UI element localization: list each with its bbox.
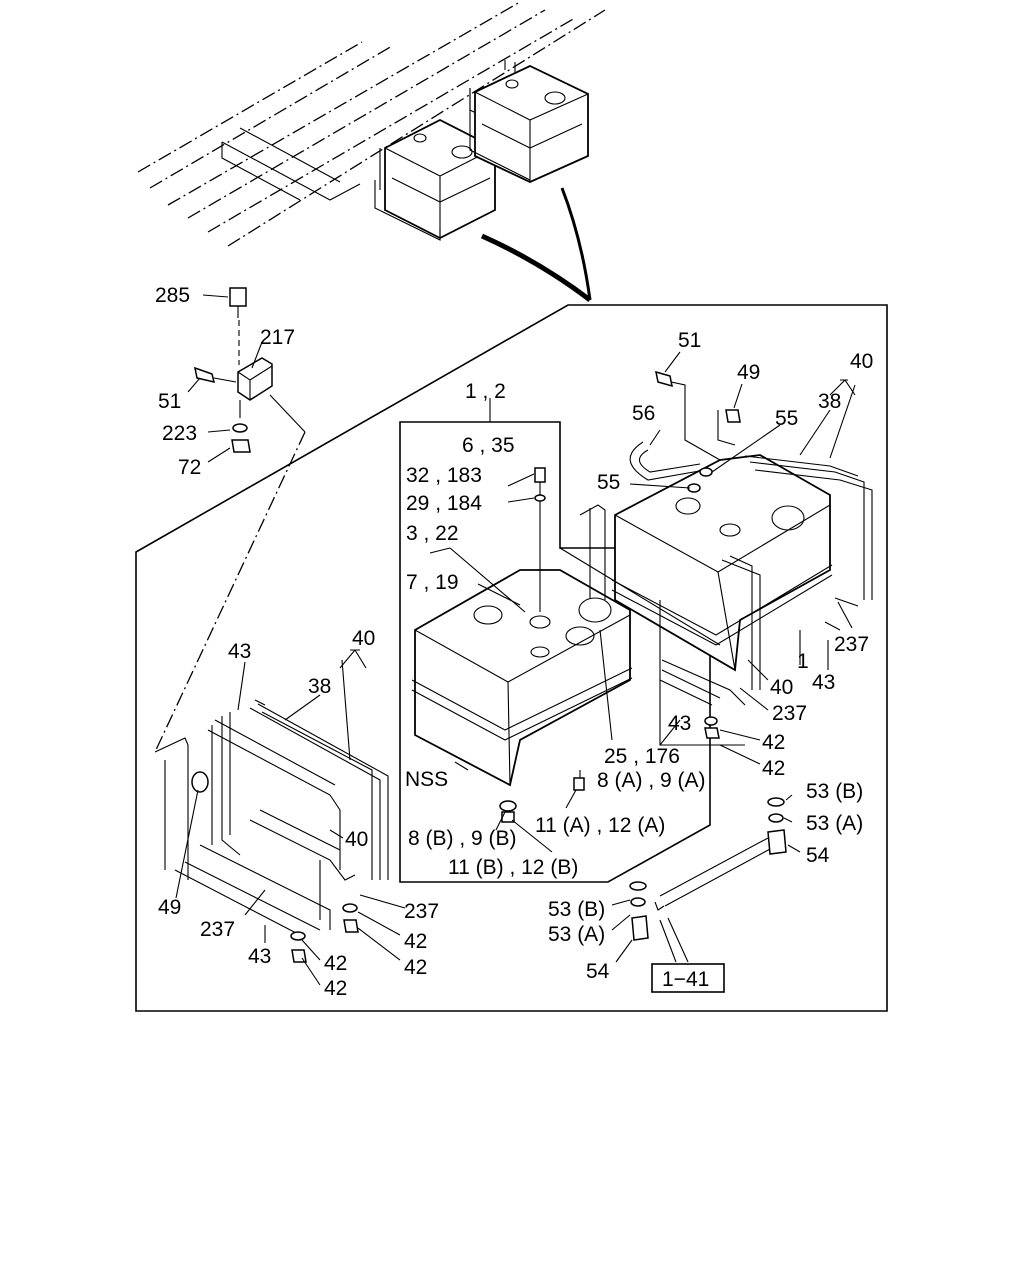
label-53a-left: 53 (A) <box>548 923 605 946</box>
label-8a-9a: 8 (A) , 9 (A) <box>597 769 706 792</box>
label-25-176: 25 , 176 <box>604 745 680 768</box>
nss-fuel-tank <box>411 467 633 823</box>
label-43-left-top: 43 <box>228 640 251 663</box>
label-237-right-bottom: 237 <box>772 702 807 725</box>
label-1-2: 1 , 2 <box>465 380 506 403</box>
leader-lines-right <box>629 351 856 765</box>
vehicle-chassis-overview <box>137 1 606 247</box>
label-285: 285 <box>155 284 190 307</box>
label-42-right-1: 42 <box>762 731 785 754</box>
callout-arrow <box>480 187 592 302</box>
label-40-left-top: 40 <box>352 627 375 650</box>
label-32-183: 32 , 183 <box>406 464 482 487</box>
label-49-left: 49 <box>158 896 181 919</box>
label-40-right-top: 40 <box>850 350 873 373</box>
label-43-right-bottom: 43 <box>668 712 691 735</box>
label-7-19: 7 , 19 <box>406 571 459 594</box>
label-1: 1 <box>797 650 809 673</box>
label-53b-right: 53 (B) <box>806 780 863 803</box>
fuel-line-assembly <box>611 794 801 993</box>
label-42-left-4: 42 <box>324 977 347 1000</box>
detail-frame <box>135 304 888 1012</box>
left-bracket-assembly <box>154 699 389 963</box>
label-40-left-mid: 40 <box>345 828 368 851</box>
label-42-left-3: 42 <box>324 952 347 975</box>
label-55-left: 55 <box>597 471 620 494</box>
label-1-41-reference[interactable]: 1−41 <box>662 968 709 991</box>
label-49-right: 49 <box>737 361 760 384</box>
mounted-tank-right <box>469 60 589 183</box>
part-labels: 285 217 51 223 72 1 , 2 6 , 35 32 , 183 … <box>155 284 873 1000</box>
mounted-tank-left <box>374 118 496 241</box>
label-6-35: 6 , 35 <box>462 434 515 457</box>
nss-subassembly-box <box>399 398 711 883</box>
label-42-left-1: 42 <box>404 930 427 953</box>
label-217: 217 <box>260 326 295 349</box>
label-223: 223 <box>162 422 197 445</box>
label-43-left: 43 <box>248 945 271 968</box>
label-237-left-right: 237 <box>404 900 439 923</box>
label-54-right: 54 <box>806 844 830 867</box>
label-237-right-top: 237 <box>834 633 869 656</box>
label-8b-9b: 8 (B) , 9 (B) <box>408 827 517 850</box>
label-51-right: 51 <box>678 329 701 352</box>
label-72: 72 <box>178 456 201 479</box>
label-56: 56 <box>632 402 655 425</box>
leader-lines-left <box>175 649 406 986</box>
label-51-top-left: 51 <box>158 390 181 413</box>
label-53a-right: 53 (A) <box>806 812 863 835</box>
label-3-22: 3 , 22 <box>406 522 459 545</box>
label-40-right-bottom: 40 <box>770 676 793 699</box>
label-55-right: 55 <box>775 407 798 430</box>
label-29-184: 29 , 184 <box>406 492 482 515</box>
label-nss: NSS <box>405 768 448 791</box>
label-11b-12b: 11 (B) , 12 (B) <box>448 856 578 879</box>
label-38-right: 38 <box>818 390 841 413</box>
label-42-right-2: 42 <box>762 757 785 780</box>
bracket-assembly <box>154 287 306 753</box>
label-237-left: 237 <box>200 918 235 941</box>
label-42-left-2: 42 <box>404 956 427 979</box>
leader-lines-nss <box>429 473 577 853</box>
label-53b-left: 53 (B) <box>548 898 605 921</box>
leader-lines-bracket <box>187 294 263 463</box>
label-38-left: 38 <box>308 675 331 698</box>
label-11a-12a: 11 (A) , 12 (A) <box>535 814 665 837</box>
right-fuel-tank <box>559 370 873 746</box>
label-54-left: 54 <box>586 960 610 983</box>
label-43-right-top: 43 <box>812 671 835 694</box>
